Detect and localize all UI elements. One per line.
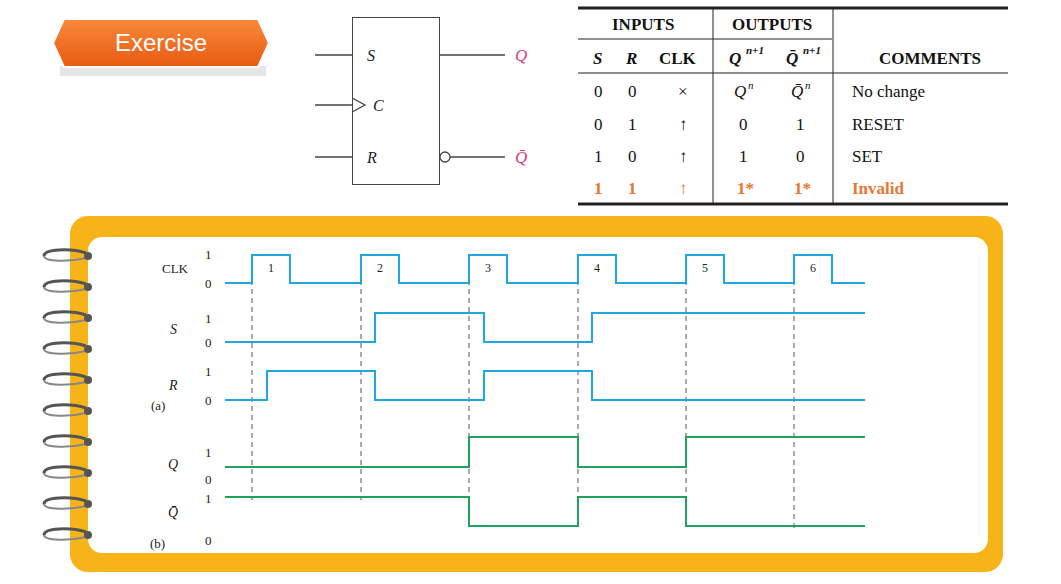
table-header: n+1 (803, 45, 821, 56)
pulse-number: 6 (810, 262, 816, 274)
axis-level: 1 (205, 492, 212, 505)
axis-level: 0 (205, 473, 212, 486)
signal-label: R (169, 379, 178, 393)
pin-label: S (367, 48, 375, 64)
axis-level: 1 (205, 446, 212, 459)
table-cell: RESET (852, 116, 904, 133)
axis-level: 0 (205, 534, 212, 547)
table-header: S (593, 50, 602, 67)
axis-level: 1 (205, 312, 212, 325)
table-cell: ↑ (679, 116, 688, 133)
pin-label: C (373, 98, 384, 114)
table-header: COMMENTS (879, 50, 981, 67)
pulse-number: 1 (268, 262, 274, 274)
waveforms (225, 255, 865, 526)
spiral-rings (44, 250, 92, 540)
ff-wires (315, 55, 505, 162)
table-cell: Q̄ (791, 83, 803, 100)
notebook-page (88, 237, 988, 553)
table-cell: Invalid (852, 180, 904, 197)
axis-level: 0 (205, 277, 212, 290)
table-cell: 1 (739, 148, 748, 165)
pulse-number: 4 (594, 262, 600, 274)
axis-level: 1 (205, 248, 212, 261)
table-cell: ↑ (679, 180, 688, 197)
table-cell: 1 (628, 180, 637, 197)
table-cell: 1 (594, 148, 603, 165)
table-cell: n (805, 80, 811, 91)
table-header: INPUTS (612, 16, 674, 33)
table-header: n+1 (746, 45, 764, 56)
signal-label: CLK (162, 262, 188, 275)
pin-label: R (367, 150, 377, 166)
table-cell: ↑ (679, 148, 688, 165)
table-cell: 1 (628, 116, 637, 133)
table-cell: 0 (628, 83, 637, 100)
signal-label: Q (168, 458, 178, 472)
signal-label: S (170, 323, 177, 337)
table-cell: 0 (739, 116, 748, 133)
table-cell: 0 (628, 148, 637, 165)
table-cell: 1* (794, 180, 811, 197)
pulse-number: 5 (702, 262, 708, 274)
table-cell: 1 (594, 180, 603, 197)
table-cell: 1 (796, 116, 805, 133)
pulse-number: 3 (485, 262, 491, 274)
notebook-frame (70, 216, 1003, 572)
output-label: Q̄ (515, 149, 527, 166)
table-header: Q (729, 50, 741, 67)
signal-label: Q̄ (168, 506, 178, 520)
axis-level: 0 (205, 394, 212, 407)
pulse-number: 2 (377, 262, 383, 274)
table-header: Q̄ (786, 50, 798, 67)
table-rules (578, 8, 1008, 204)
table-cell: No change (852, 83, 925, 100)
clock-edge-markers (252, 262, 794, 530)
axis-level: 1 (205, 365, 212, 378)
title-banner: Exercise (52, 18, 270, 68)
flip-flop-symbol: S C R (352, 17, 440, 185)
figure-tag: (a) (151, 399, 165, 412)
table-cell: 0 (796, 148, 805, 165)
table-cell: SET (852, 148, 882, 165)
table-header: CLK (659, 50, 696, 67)
table-cell: 0 (594, 83, 603, 100)
table-cell: 1* (737, 180, 754, 197)
banner-title: Exercise (115, 31, 207, 55)
table-cell: n (748, 80, 754, 91)
table-cell: Q (734, 83, 746, 100)
figure-tag: (b) (150, 537, 165, 550)
axis-level: 0 (205, 336, 212, 349)
table-cell: × (678, 83, 688, 100)
table-cell: 0 (594, 116, 603, 133)
table-header: R (626, 50, 637, 67)
table-header: OUTPUTS (732, 16, 812, 33)
output-label: Q (515, 47, 527, 64)
